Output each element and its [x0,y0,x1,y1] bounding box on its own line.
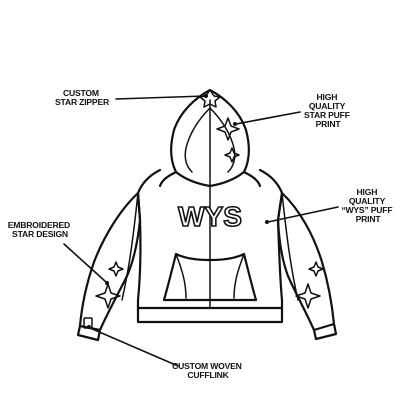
pocket-opening-right [233,253,245,299]
zipper-callout-label: CUSTOM STAR ZIPPER [55,88,110,107]
hood-sparkle-small-icon [224,147,240,163]
chest-wys-print: WYS [178,201,242,232]
hood-inner-panel [184,107,211,173]
left-sleeve-star-icon [95,261,124,309]
right-cuff [312,322,338,341]
left-sleeve-seam [121,192,139,301]
callout-labels: CUSTOM STAR ZIPPER HIGH QUALITY STAR PUF… [8,88,394,380]
star-zipper-pull-icon [199,89,221,108]
chest-print-callout-label: HIGH QUALITY “WYS” PUFF PRINT [341,187,394,224]
right-sleeve-seam [281,192,299,301]
hood-print-callout-label: HIGH QUALITY STAR PUFF PRINT [304,92,352,129]
zipper-leader-dot [204,94,208,98]
hood-sparkle-icon [216,117,240,141]
hood-print-leader-line [235,111,301,125]
left-cuff [76,324,102,342]
sleeve-star-leader-dot [105,281,109,285]
chest-print-leader-dot [265,220,269,224]
hoodie-body [136,168,284,324]
left-sleeve [78,191,142,332]
sleeve-star-leader-line [63,243,107,283]
zipper-leader-line [115,95,206,100]
chest-print-leader-line [267,206,339,223]
cufflink-leader-dot [87,325,91,329]
hood-inner-panel-right [209,107,236,173]
cufflink-leader-line [89,327,179,367]
hood-print-leader-dot [233,122,237,126]
callout-leaders [63,94,339,367]
right-sleeve-star-icon [295,261,324,309]
sleeve-star-callout-label: EMBROIDERED STAR DESIGN [8,220,72,239]
collar [158,170,262,188]
pocket-opening-left [175,253,187,299]
cufflink-callout-label: CUSTOM WOVEN CUFFLINK [172,361,244,380]
hoodie-illustration: WYS [76,88,338,342]
